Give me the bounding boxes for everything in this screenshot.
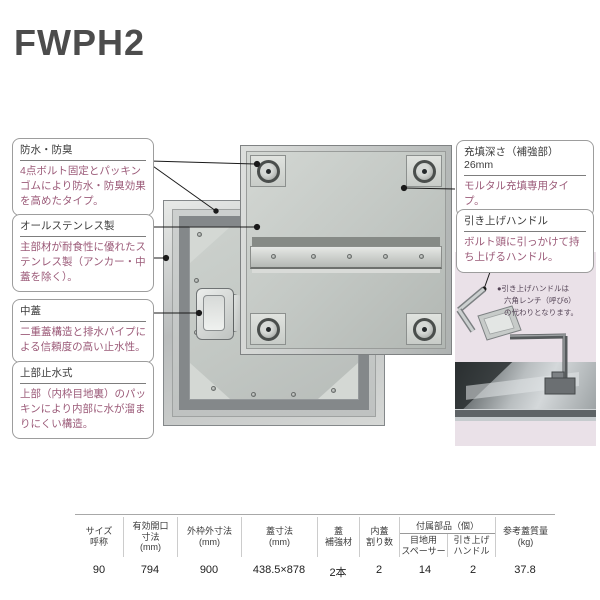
header-line: 外枠外寸法 — [186, 526, 232, 537]
header-line: 割り数 — [365, 537, 393, 547]
inner-lid-latch-handle — [196, 288, 258, 340]
callout-body: 4点ボルト固定とパッキンゴムにより防水・防臭効果を高めたタイプ。 — [20, 165, 146, 207]
header-line: (mm) — [269, 537, 290, 547]
col-header-lid-size: 蓋寸法 (mm) — [241, 517, 317, 557]
screw — [347, 254, 352, 259]
col-header-joint-spacer: 目地用 スペーサー — [400, 534, 447, 557]
cell-pull-handle: 2 — [469, 564, 477, 576]
cell-outer-frame: 900 — [199, 564, 219, 576]
callout-body: 上部（内枠目地裏）のパッキンにより内部に水が溜まりにくい構造。 — [20, 388, 146, 430]
header-line: 目地用 — [409, 534, 437, 545]
callout-title: 上部止水式 — [20, 367, 146, 385]
col-header-outer-frame: 外枠外寸法 (mm) — [177, 517, 241, 557]
col-group-accessories: 付属部品（個） 目地用 スペーサー 引き上げ ハンドル — [399, 517, 495, 557]
cell-size: 90 — [92, 564, 106, 576]
cell-reinforcement: 2本 — [329, 567, 347, 579]
screw — [251, 392, 256, 397]
cell-joint-spacer: 14 — [418, 564, 432, 576]
header-line: 内蓋 — [370, 526, 389, 537]
reinforcement-groove — [252, 237, 440, 246]
screw — [271, 254, 276, 259]
callout-body: ボルト頭に引っかけて持ち上げるハンドル。 — [464, 236, 580, 263]
header-line: 呼称 — [89, 537, 108, 547]
page-title: FWPH2 — [14, 22, 145, 63]
screw — [419, 254, 424, 259]
latch-slot — [203, 295, 225, 331]
cell-inner-lid-split: 2 — [375, 564, 383, 576]
cell-lid-size: 438.5×878 — [252, 564, 306, 576]
col-header-opening: 有効開口 寸法 (mm) — [123, 517, 177, 557]
screw — [331, 388, 336, 393]
col-header-size: サイズ 呼称 — [75, 517, 123, 557]
col-header-pull-handle: 引き上げ ハンドル — [447, 534, 495, 557]
header-line: ハンドル — [453, 545, 490, 556]
screw — [291, 392, 296, 397]
group-header-label: 付属部品（個） — [400, 517, 495, 534]
bolt-plate — [406, 313, 442, 345]
col-header-lid-weight: 参考蓋質量 (kg) — [495, 517, 555, 557]
bolt-plate — [406, 155, 442, 187]
corner-bolt — [412, 317, 436, 341]
header-line: 蓋 — [333, 526, 343, 537]
corner-bolt — [256, 159, 280, 183]
header-line: 参考蓋質量 — [502, 526, 548, 537]
reinforcement-bar — [250, 246, 442, 269]
callout-body: 二重蓋構造と排水パイプによる信頼度の高い止水性。 — [20, 326, 146, 353]
screw — [383, 254, 388, 259]
handle-note-line: 六角レンチ（呼び6） — [504, 296, 576, 305]
callout-title: 引き上げハンドル — [464, 215, 586, 233]
header-line: (kg) — [517, 537, 534, 547]
callout-body: 主部材が耐食性に優れたステンレス製（アンカー・中蓋を除く）。 — [20, 241, 146, 283]
callout-title: 充填深さ（補強部）26mm — [464, 146, 586, 177]
cell-lid-weight: 37.8 — [514, 564, 536, 576]
col-header-reinforcement: 蓋 補強材 — [317, 517, 359, 557]
callout-middle-lid: 中蓋 二重蓋構造と排水パイプによる信頼度の高い止水性。 — [12, 299, 154, 363]
screw — [197, 232, 202, 237]
header-line: 蓋寸法 — [265, 526, 293, 537]
product-front-panel — [240, 145, 452, 355]
corner-bolt — [256, 317, 280, 341]
spec-table: サイズ 呼称 有効開口 寸法 (mm) 外枠外寸法 (mm) 蓋寸法 (mm) … — [75, 514, 555, 580]
spec-table-row: 90 794 900 438.5×878 2本 2 14 2 37.8 — [75, 557, 555, 580]
callout-pull-handle: 引き上げハンドル ボルト頭に引っかけて持ち上げるハンドル。 — [456, 209, 594, 273]
handle-in-use-photo — [455, 362, 596, 417]
header-line: サイズ — [85, 526, 113, 537]
callout-title: 防水・防臭 — [20, 144, 146, 162]
bolt-plate — [250, 155, 286, 187]
callout-title: 中蓋 — [20, 305, 146, 323]
handle-note-line: の代わりとなります。 — [504, 308, 579, 317]
header-line: (mm) — [140, 542, 161, 553]
header-line: 寸法 — [141, 531, 160, 542]
handle-note: ●引き上げハンドルは 六角レンチ（呼び6） の代わりとなります。 — [497, 283, 597, 319]
cell-opening: 794 — [140, 564, 160, 576]
spec-table-header: サイズ 呼称 有効開口 寸法 (mm) 外枠外寸法 (mm) 蓋寸法 (mm) … — [75, 515, 555, 557]
callout-body: モルタル充填専用タイプ。 — [464, 180, 569, 207]
callout-waterproof: 防水・防臭 4点ボルト固定とパッキンゴムにより防水・防臭効果を高めたタイプ。 — [12, 138, 154, 217]
reinforcement-bar-shadow — [252, 269, 440, 273]
corner-bolt — [412, 159, 436, 183]
header-line: スペーサー — [401, 545, 446, 556]
header-line: 補強材 — [324, 537, 352, 547]
screw — [311, 254, 316, 259]
screw — [194, 278, 199, 283]
bolt-plate — [250, 313, 286, 345]
callout-all-stainless: オールステンレス製 主部材が耐食性に優れたステンレス製（アンカー・中蓋を除く）。 — [12, 214, 154, 293]
photo-sill — [455, 417, 596, 421]
callout-top-waterstop: 上部止水式 上部（内枠目地裏）のパッキンにより内部に水が溜まりにくい構造。 — [12, 361, 154, 440]
header-line: (mm) — [199, 537, 220, 547]
header-line: 有効開口 — [132, 520, 169, 531]
photo-deck-edge — [455, 409, 596, 417]
screw — [211, 386, 216, 391]
callout-fill-depth: 充填深さ（補強部）26mm モルタル充填専用タイプ。 — [456, 140, 594, 217]
handle-note-line: ●引き上げハンドルは — [497, 284, 570, 293]
header-line: 引き上げ — [453, 534, 490, 545]
callout-title: オールステンレス製 — [20, 220, 146, 238]
col-header-inner-lid-split: 内蓋 割り数 — [359, 517, 399, 557]
